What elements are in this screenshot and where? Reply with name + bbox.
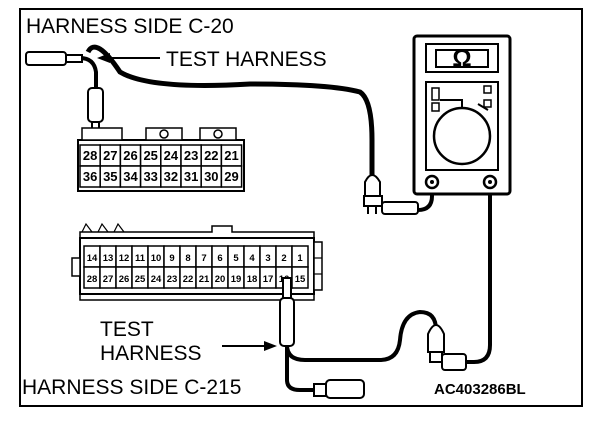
c215-pin-label: 8: [185, 253, 190, 264]
c215-pin-label: 18: [247, 274, 258, 285]
c215-pin-label: 4: [249, 253, 255, 264]
c20-pin-label: 29: [224, 169, 238, 184]
label-test-harness-bottom-line2: HARNESS: [100, 342, 202, 365]
c20-pin-label: 26: [123, 148, 137, 163]
arrow-test-harness-top: [97, 53, 160, 63]
meter-ohm-symbol: Ω: [452, 45, 471, 72]
label-harness-side-c20: HARNESS SIDE C-20: [26, 15, 234, 38]
c20-pin-label: 30: [204, 169, 218, 184]
c215-pin-label: 20: [215, 274, 226, 285]
label-test-harness-bottom-line1: TEST: [100, 318, 154, 341]
c20-pin-label: 23: [184, 148, 198, 163]
meter-dial: [432, 106, 492, 166]
c215-pin-label: 9: [169, 253, 174, 264]
c215-pin-label: 14: [87, 253, 98, 264]
c215-pin-label: 19: [231, 274, 242, 285]
c215-pin-label: 26: [119, 274, 130, 285]
c215-pin-label: 23: [167, 274, 178, 285]
c215-pin-label: 21: [199, 274, 210, 285]
c215-pin-label: 25: [135, 274, 146, 285]
c20-pin-label: 27: [103, 148, 117, 163]
c215-pin-label: 5: [233, 253, 239, 264]
c215-pin-label: 1: [297, 253, 303, 264]
c215-pin-label: 15: [295, 274, 306, 285]
c20-pin-label: 25: [143, 148, 157, 163]
c20-pin-label: 34: [123, 169, 138, 184]
label-test-harness-top: TEST HARNESS: [166, 48, 327, 71]
c215-pin-label: 2: [281, 253, 286, 264]
diagram-frame: [19, 8, 583, 407]
c215-pin-label: 28: [87, 274, 98, 285]
c215-pin-label: 11: [135, 253, 146, 264]
c215-pin-label: 13: [103, 253, 114, 264]
c20-pin-label: 31: [184, 169, 198, 184]
c20-pin-label: 33: [143, 169, 157, 184]
probe-c215: [279, 277, 295, 347]
test-harness-plug-bottom: [313, 379, 365, 399]
probe-clip-top: [363, 174, 419, 215]
c215-pin-label: 17: [263, 274, 274, 285]
label-harness-side-c215: HARNESS SIDE C-215: [22, 376, 241, 399]
c215-pin-label: 12: [119, 253, 130, 264]
test-harness-wire-top-b: [85, 44, 375, 180]
c215-pin-label: 7: [201, 253, 206, 264]
c20-pin-label: 28: [83, 148, 97, 163]
c20-pin-label: 35: [103, 169, 117, 184]
test-harness-plug-top: [25, 51, 83, 66]
c215-pin-label: 27: [103, 274, 114, 285]
c215-pin-label: 22: [183, 274, 194, 285]
c215-pin-label: 3: [265, 253, 270, 264]
c20-pin-label: 22: [204, 148, 218, 163]
c20-pin-cell: [220, 165, 243, 188]
c215-pin-label: 6: [217, 253, 222, 264]
figure-code: AC403286BL: [434, 381, 526, 398]
probe-clip-bottom: [427, 324, 467, 371]
c215-pin-label: 10: [151, 253, 162, 264]
c215-pin-label: 24: [151, 274, 162, 285]
test-harness-wire-bottom-a: [285, 300, 438, 362]
test-harness-wire-bottom-b: [285, 345, 316, 392]
c20-pin-label: 24: [164, 148, 179, 163]
meter-lead-right: [464, 184, 492, 364]
arrow-test-harness-bottom: [222, 341, 277, 351]
connector-c20: 28 27 26 25 24 23 22 21 36 35 34 33 32 31 30 29: [77, 127, 245, 192]
c20-pin-label: 21: [224, 148, 238, 163]
c20-pin-label: 32: [164, 169, 178, 184]
meter-lead-left: [417, 180, 434, 212]
multimeter: Ω: [412, 34, 512, 196]
c20-pin-label: 36: [83, 169, 97, 184]
